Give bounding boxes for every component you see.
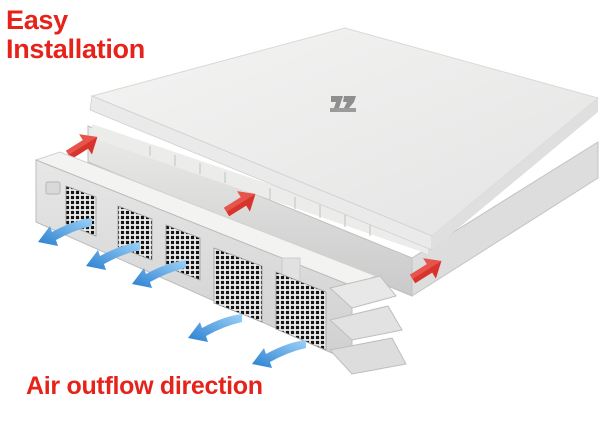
console-vent-strip (92, 124, 428, 254)
fan-bar-stand-upper (328, 275, 397, 309)
blue-curved-arrow-icon (188, 314, 242, 342)
console-top-edge-right (432, 98, 598, 250)
easy-installation-line-1: Easy (6, 5, 68, 35)
easy-installation-caption: Easy Installation (6, 6, 145, 64)
console-logo-icon (330, 96, 356, 112)
game-console (87, 27, 600, 297)
fan-bar-stand-lower (329, 337, 407, 375)
fan-bar-port (45, 181, 61, 195)
air-outflow-caption: Air outflow direction (26, 372, 263, 400)
fan-bar-stand-middle (328, 305, 403, 341)
blue-curved-arrow-icon (252, 340, 306, 368)
console-vent-slots (149, 146, 371, 236)
easy-installation-line-2: Installation (6, 34, 145, 64)
console-lower-right (411, 141, 599, 297)
